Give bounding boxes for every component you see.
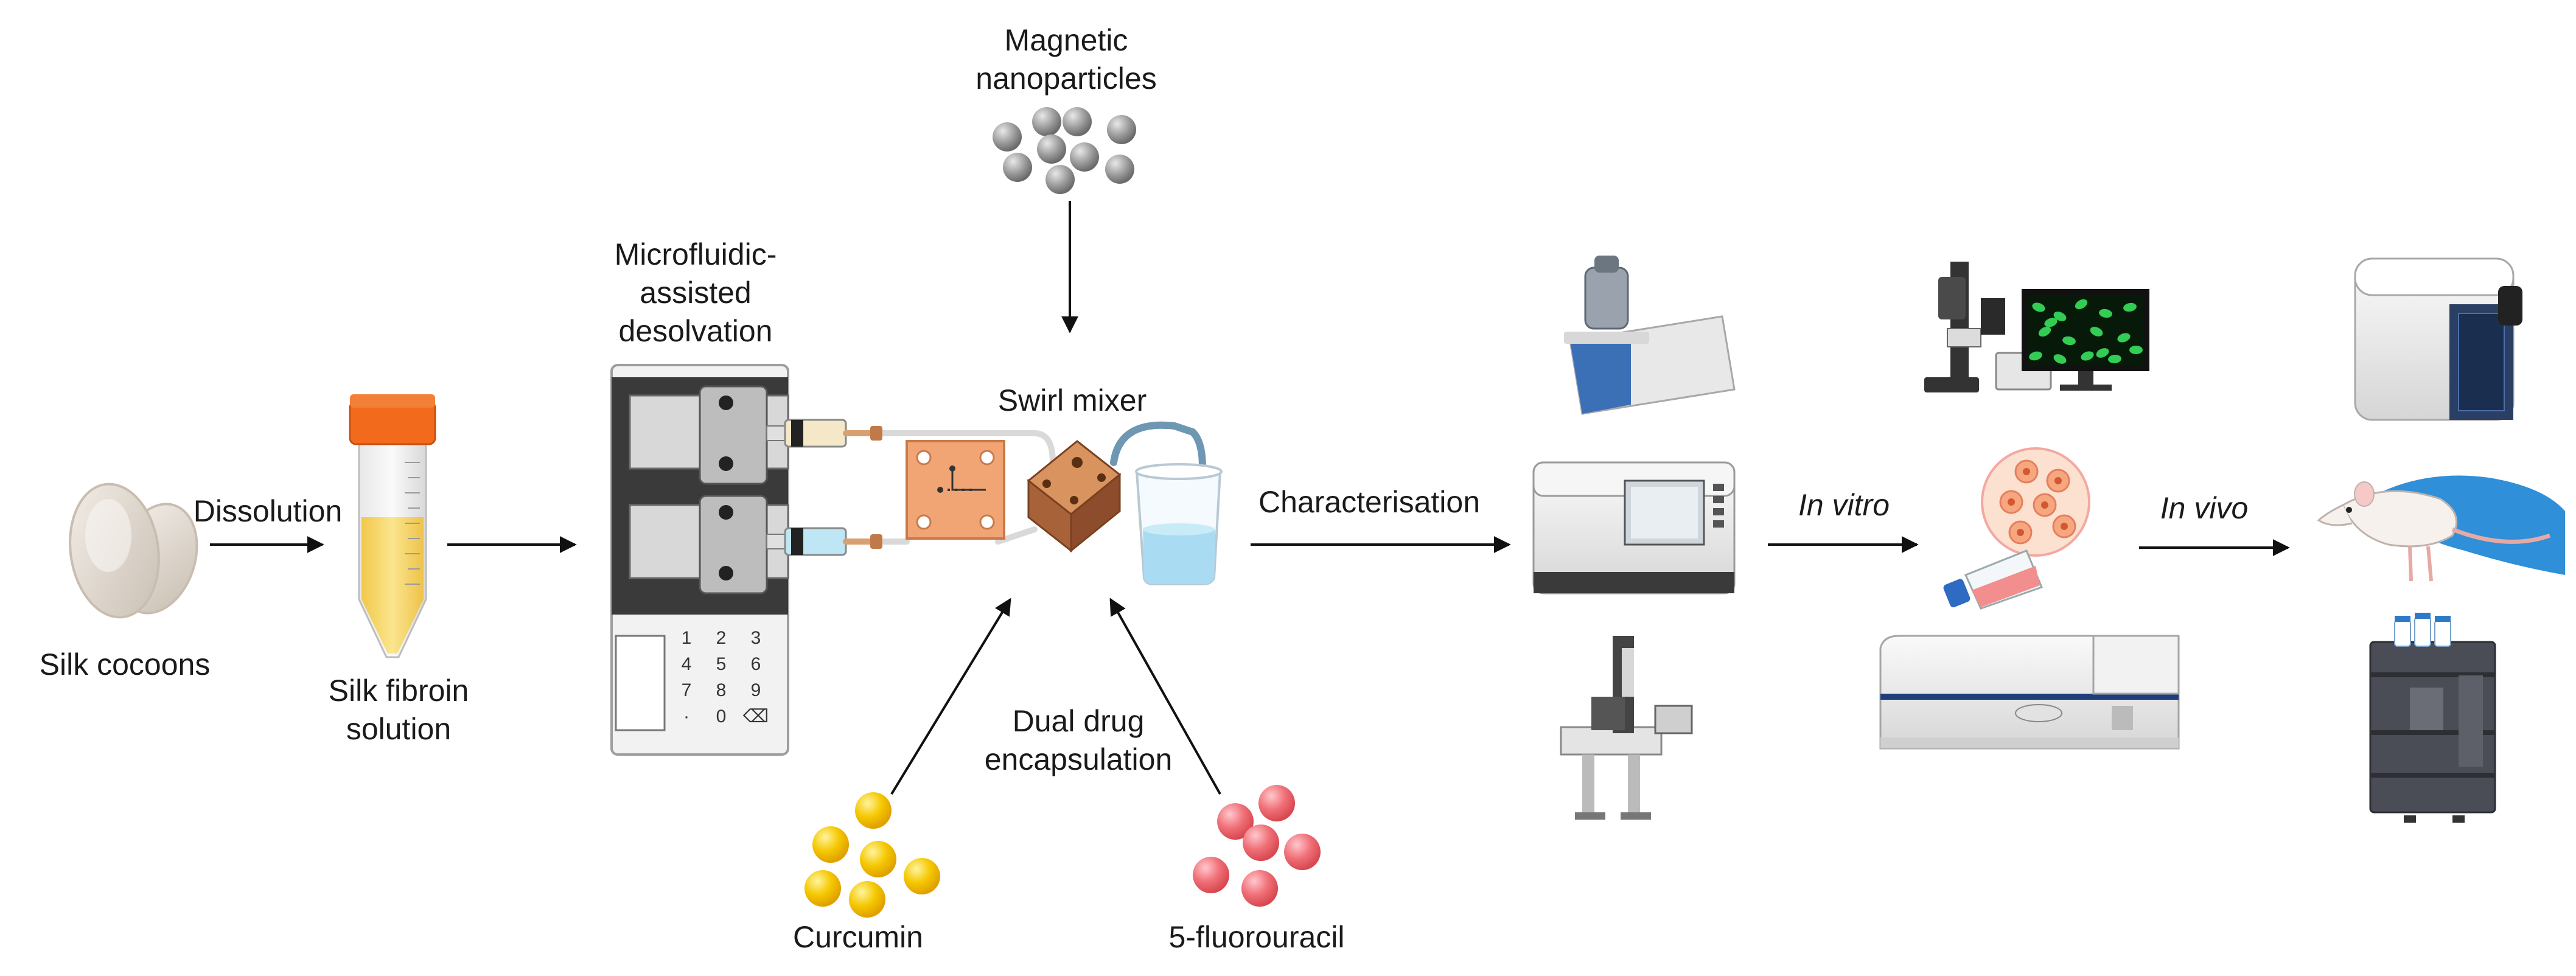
- fluorescent-cell: [2096, 348, 2109, 358]
- nanoparticle-icon: [993, 107, 1136, 194]
- keypad-key: 3: [751, 628, 761, 648]
- label-in-vivo: In vivo: [2160, 491, 2249, 525]
- hplc-icon: [2369, 613, 2496, 823]
- cell-culture-icon: [1943, 447, 2090, 610]
- arrow-fluorouracil: [1109, 598, 1221, 795]
- label-dual-drug-line2: encapsulation: [984, 742, 1173, 776]
- keypad-key: ⌫: [743, 706, 769, 727]
- spectrometer-icon: [1532, 461, 1736, 594]
- label-silk-fibroin-line2: solution: [346, 712, 452, 746]
- keypad-key: 9: [751, 680, 761, 700]
- fluorescent-cell: [2117, 333, 2131, 343]
- keypad-key: 5: [716, 654, 727, 674]
- label-microfluidic-line1: Microfluidic-: [614, 237, 777, 271]
- fluorescent-cell: [2038, 326, 2051, 337]
- keypad-key: 8: [716, 680, 727, 700]
- centrifuge-tube-icon: [349, 394, 436, 658]
- label-dissolution: Dissolution: [193, 494, 343, 528]
- plate-reader-icon: [1879, 635, 2180, 750]
- label-silk-cocoons: Silk cocoons: [39, 647, 211, 681]
- arrows: [210, 201, 2290, 795]
- microfluidic-chip-icon: [906, 440, 1005, 540]
- keypad-key: 1: [682, 628, 692, 648]
- label-in-vitro: In vitro: [1798, 488, 1890, 522]
- fluorescent-cell: [2090, 327, 2103, 336]
- label-dual-drug-line1: Dual drug: [1012, 704, 1145, 738]
- fluorescent-cell: [2029, 351, 2042, 361]
- fluorescent-cell: [2123, 302, 2137, 312]
- fluorescent-cell: [2062, 336, 2076, 346]
- label-microfluidic-line3: desolvation: [618, 314, 773, 348]
- label-magnetic-line2: nanoparticles: [976, 61, 1157, 96]
- label-magnetic-line1: Magnetic: [1004, 23, 1128, 57]
- fluorescent-cells: [2029, 299, 2143, 364]
- fluorescent-cell: [2053, 354, 2067, 364]
- label-fluorouracil: 5-fluorouracil: [1168, 920, 1345, 954]
- fluorescence-microscope-icon: [1924, 262, 2149, 392]
- fluorescent-cell: [2099, 308, 2112, 318]
- fluorescent-cell: [2108, 354, 2121, 364]
- syringe-pump-icon: [610, 364, 847, 756]
- keypad-key: 2: [716, 628, 727, 648]
- keypad-key: 4: [682, 654, 692, 674]
- beaker-icon: [1135, 463, 1223, 585]
- keypad-key: 0: [716, 706, 727, 727]
- fluorescent-cell: [2075, 299, 2088, 310]
- keypad-key: 6: [751, 654, 761, 674]
- arrow-curcumin: [890, 598, 1011, 795]
- fluorescent-cell: [2129, 346, 2143, 354]
- silk-cocoon-icon: [69, 483, 198, 619]
- dls-instrument-icon: [1564, 256, 1736, 415]
- tube-connectors: [870, 426, 882, 549]
- pump-keypad: 1 2 3 4 5 6 7 8 9 · 0 ⌫: [682, 628, 769, 727]
- electron-microscope-icon: [1560, 636, 1693, 820]
- mouse-icon: [2317, 475, 2565, 582]
- ivis-imager-icon: [2354, 257, 2522, 421]
- fluorescent-cell: [2044, 318, 2058, 327]
- swirl-mixer-icon: [1027, 440, 1122, 553]
- fluorouracil-icon: [1193, 785, 1321, 907]
- keypad-key: ·: [683, 706, 689, 727]
- label-characterisation: Characterisation: [1258, 485, 1481, 519]
- label-silk-fibroin-line1: Silk fibroin: [328, 674, 469, 708]
- fluorescent-cell: [2053, 312, 2067, 321]
- label-microfluidic-line2: assisted: [640, 276, 752, 310]
- keypad-key: 7: [682, 680, 692, 700]
- label-swirl-mixer: Swirl mixer: [997, 383, 1147, 417]
- curcumin-icon: [805, 792, 940, 918]
- label-curcumin: Curcumin: [793, 920, 923, 954]
- fluorescent-cell: [2081, 351, 2094, 361]
- fluorescent-cell: [2032, 302, 2045, 312]
